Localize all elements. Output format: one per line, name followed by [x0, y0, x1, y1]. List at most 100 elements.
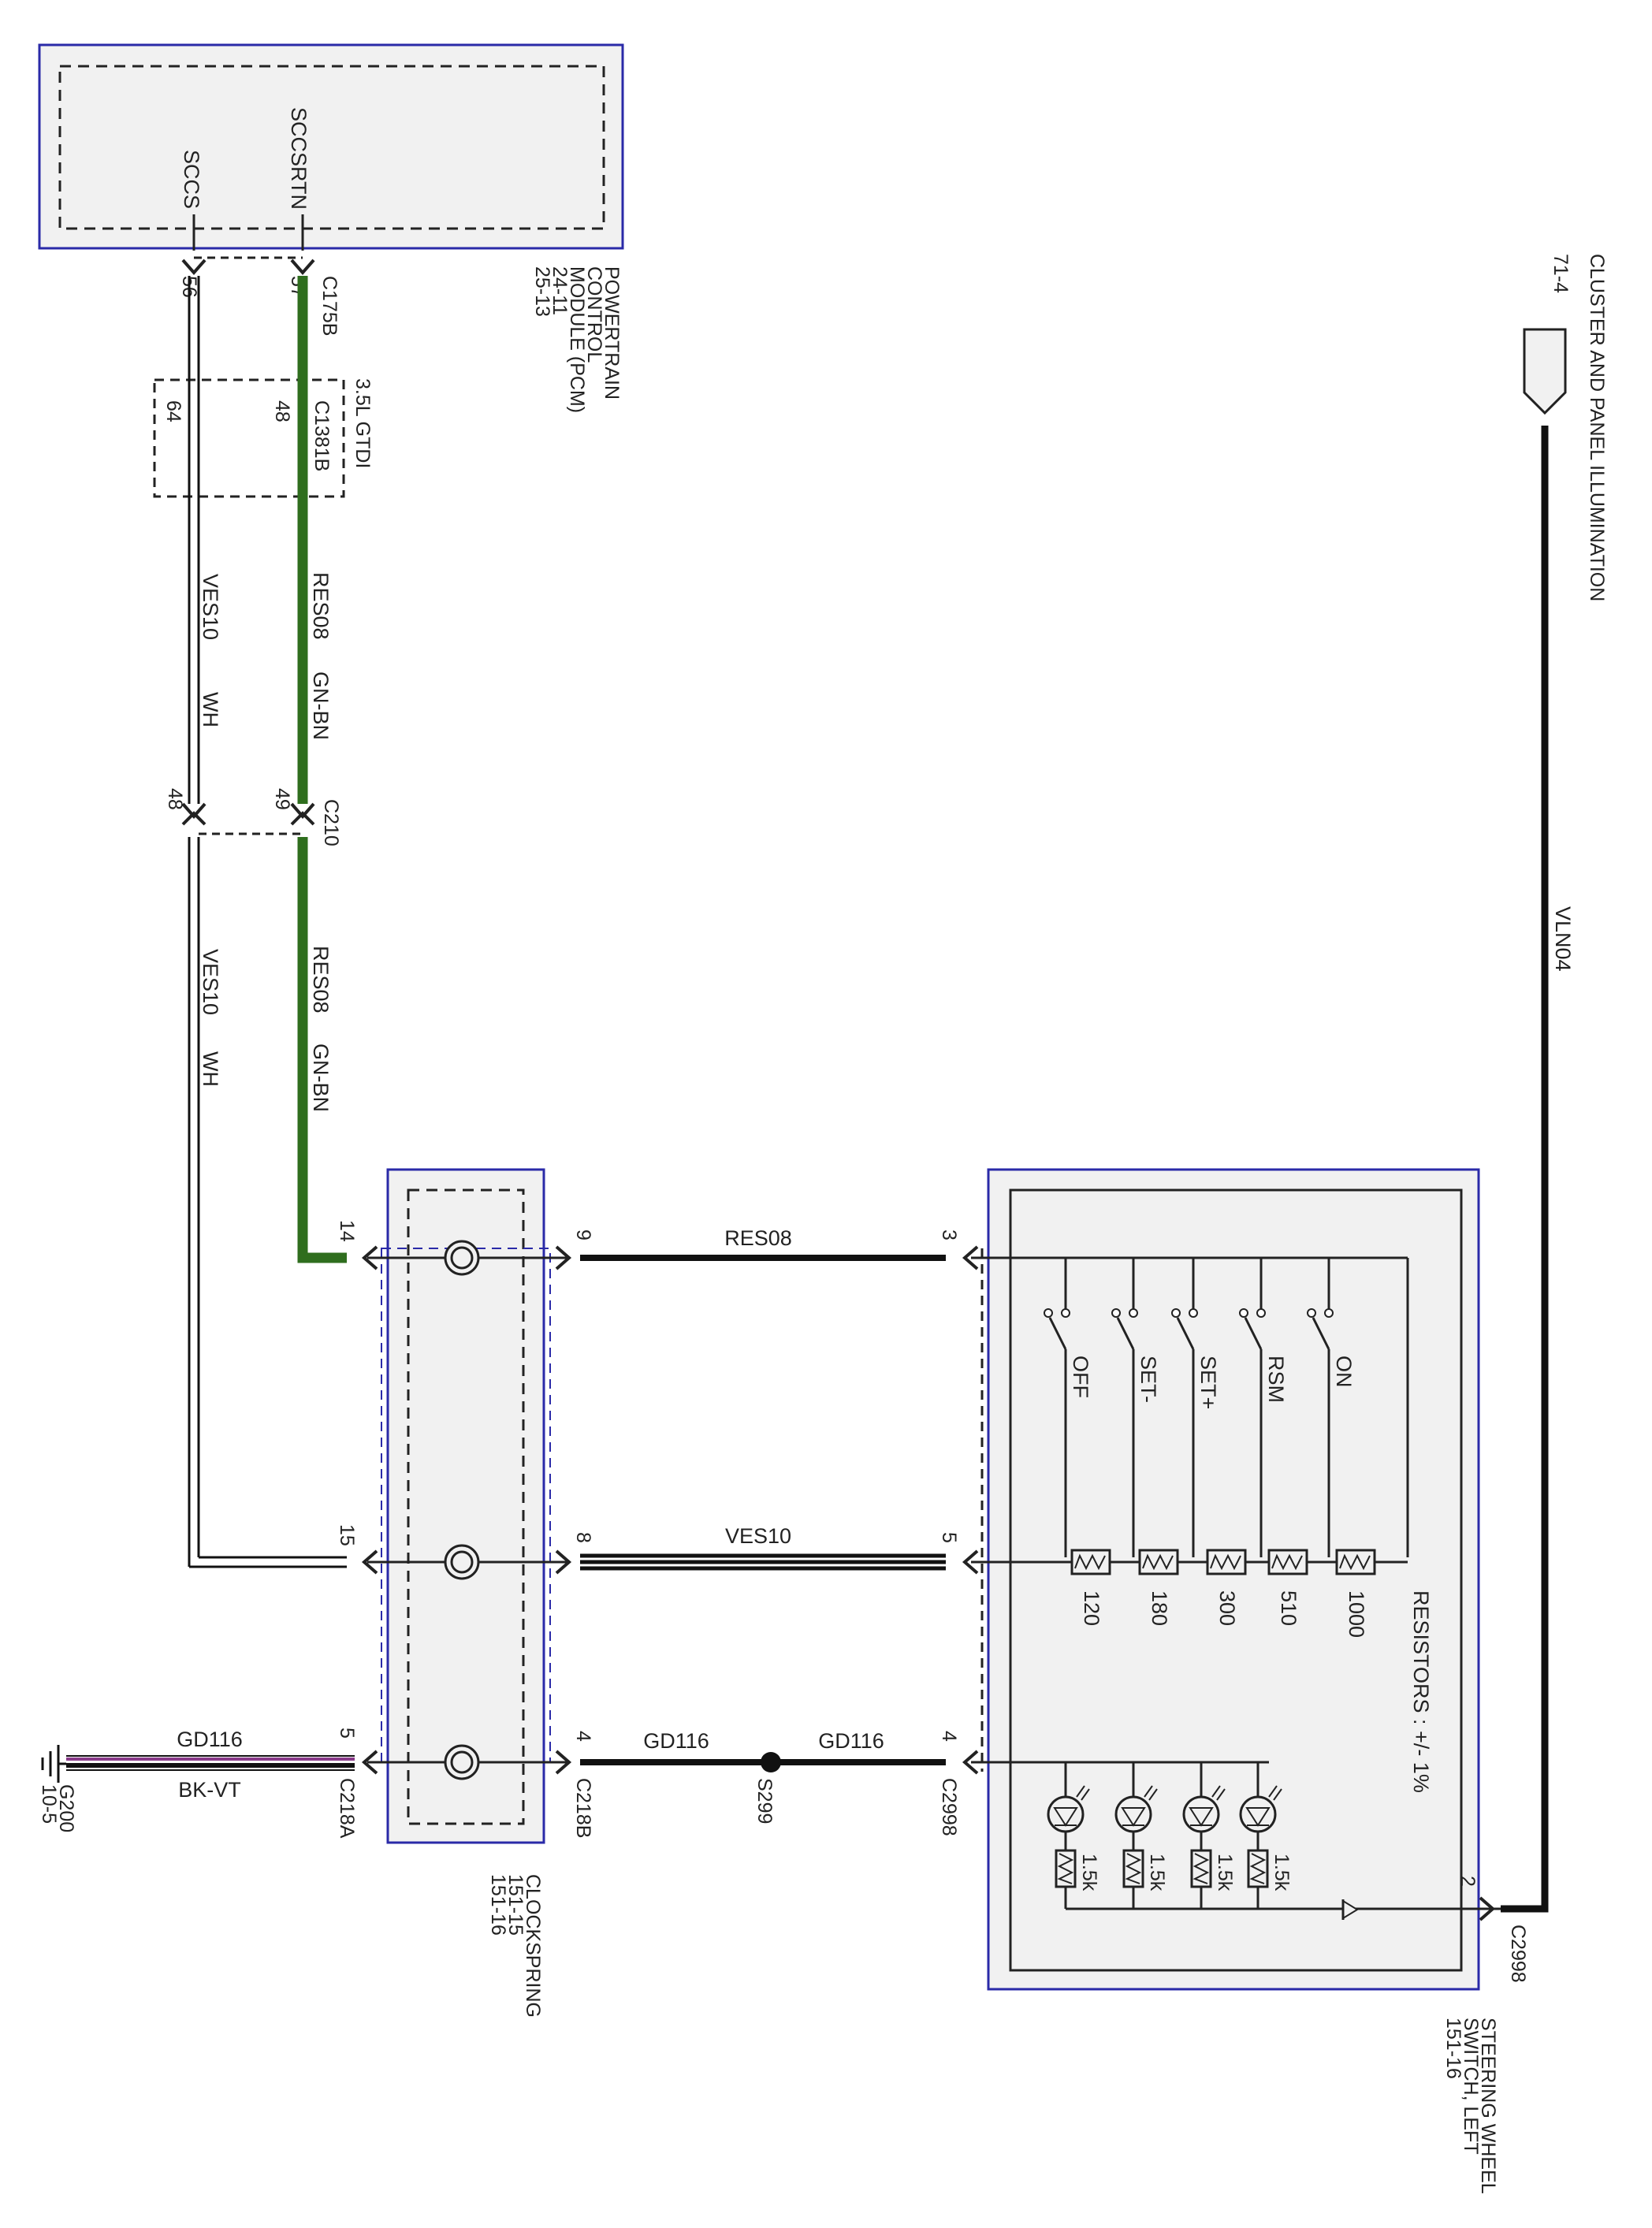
- pin-48: 48: [271, 400, 293, 422]
- splice-s299-label: S299: [753, 1778, 776, 1824]
- vln04-label: VLN04: [1551, 906, 1575, 972]
- res08-circuit-lower: RES08: [309, 946, 333, 1014]
- gd116-right-label: GD116: [818, 1729, 884, 1753]
- switch-name-line2: SWITCH, LEFT: [1460, 2018, 1482, 2155]
- connector-c218b: C218B: [572, 1778, 594, 1838]
- inline-connector-c1381b: 64 48 C1381B 3.5L GTDI: [153, 378, 374, 498]
- c210-pin-49: 49: [271, 788, 293, 810]
- switch-pin-3: 3: [938, 1229, 960, 1240]
- gd116-left-label: GD116: [643, 1729, 709, 1753]
- led-resistor-4: 1.5k: [1271, 1854, 1293, 1891]
- pcm-outline: [38, 43, 624, 250]
- pcm-inner: [58, 65, 605, 230]
- pcm-signal-sccs: SCCS: [180, 150, 203, 209]
- res08-horizontal-label: RES08: [724, 1226, 792, 1250]
- clockspring-ref-1: 151-15: [504, 1874, 526, 1936]
- resistor-value-120: 120: [1080, 1590, 1103, 1626]
- switch-set-minus: SET-: [1111, 1258, 1160, 1557]
- resistor-value-300: 300: [1215, 1590, 1239, 1626]
- wire-gd116-horizontal: GD116 GD116 S299: [580, 1729, 946, 1824]
- wire-res08: RES08 GN-BN RES08 GN-BN: [297, 276, 347, 1263]
- pcm-name-line1: POWERTRAIN: [601, 266, 623, 400]
- switch-pin-2: 2: [1457, 1876, 1479, 1887]
- led-resistor-1: 1.5k: [1078, 1854, 1100, 1891]
- pcm-name-line2: CONTROL: [583, 266, 605, 363]
- clockspring-pin-15: 15: [336, 1524, 358, 1546]
- cluster-name: CLUSTER AND PANEL ILLUMINATION: [1586, 254, 1608, 601]
- switch-label-set-plus: SET+: [1196, 1356, 1220, 1409]
- clockspring-pin-8: 8: [572, 1532, 594, 1543]
- splice-s299: [761, 1752, 781, 1772]
- wire-ves10-horizontal: VES10: [580, 1524, 946, 1571]
- switch-label-off: OFF: [1069, 1356, 1092, 1398]
- pcm-name-line3: MODULE (PCM): [566, 266, 588, 413]
- res08-color-upper: GN-BN: [309, 671, 333, 740]
- ves10-horizontal-label: VES10: [725, 1524, 791, 1548]
- diode-icon: [1341, 1899, 1359, 1920]
- clockspring-pin-14: 14: [336, 1220, 358, 1242]
- switch-on: ON: [1307, 1258, 1356, 1557]
- ground-ref: 10-5: [38, 1784, 60, 1824]
- ves10-circuit-lower: VES10: [199, 949, 222, 1015]
- led-resistor-2: 1.5k: [1146, 1854, 1168, 1891]
- ground-g200: GD116 BK-VT G200 10-5: [38, 1728, 355, 1832]
- ves10-color-upper: WH: [199, 692, 222, 727]
- steering-wheel-switch: 3 5 4 C2998 OFF SET-: [938, 1168, 1529, 2194]
- clockspring: 14 15 5 9 8 4 C218A C218B CLOCKSPRING 15…: [336, 1168, 594, 2018]
- c210-label: C210: [320, 799, 342, 846]
- connector-c1381b: C1381B: [311, 400, 333, 471]
- switch-name-line1: STEERING WHEEL: [1477, 2018, 1499, 2194]
- connector-c175b: C175B: [318, 276, 340, 336]
- cluster-connector-icon: [1523, 328, 1567, 415]
- cluster-ref: 71-4: [1550, 254, 1572, 293]
- switch-rsm: RSM: [1239, 1258, 1288, 1557]
- pcm-module: SCCS SCCSRTN 56 57 C175B POWERTRAIN CONT…: [38, 43, 624, 413]
- ground-name: G200: [55, 1784, 77, 1832]
- switch-set-plus: SET+: [1171, 1258, 1220, 1557]
- switch-off: OFF: [1044, 1258, 1092, 1557]
- connector-c210: 48 49 C210: [164, 788, 342, 846]
- switch-label-on: ON: [1332, 1356, 1356, 1388]
- cluster-illumination: CLUSTER AND PANEL ILLUMINATION 71-4: [1523, 254, 1608, 601]
- pcm-ref-line1: 24-11: [549, 266, 571, 315]
- clockspring-coil: [444, 1240, 480, 1780]
- resistor-value-510: 510: [1277, 1590, 1300, 1626]
- connector-c218a: C218A: [336, 1778, 358, 1839]
- pin-64: 64: [162, 400, 184, 422]
- res08-color-lower: GN-BN: [309, 1043, 333, 1112]
- wire-res08-horizontal: RES08: [580, 1226, 946, 1261]
- engine-label: 3.5L GTDI: [352, 378, 374, 468]
- switch-label-set-minus: SET-: [1137, 1356, 1160, 1403]
- led-4: 1.5k: [1239, 1785, 1293, 1891]
- led-2: 1.5k: [1114, 1785, 1168, 1891]
- led-branches: 1.5k 1.5k 1.5k: [1047, 1762, 1501, 1920]
- resistor-ladder: 120 180 300 510 1000 RESISTORS : +/- 1%: [1070, 1549, 1433, 1793]
- res08-circuit-upper: RES08: [309, 572, 333, 640]
- clockspring-ref-2: 151-16: [487, 1874, 509, 1936]
- switch-label-rsm: RSM: [1264, 1356, 1288, 1403]
- ves10-color-lower: WH: [199, 1051, 222, 1087]
- resistor-tolerance-note: RESISTORS : +/- 1%: [1409, 1590, 1433, 1793]
- switch-pin-4: 4: [938, 1731, 960, 1742]
- pcm-ref-line2: 25-13: [531, 266, 553, 317]
- resistor-value-180: 180: [1148, 1590, 1171, 1626]
- ves10-circuit-upper: VES10: [199, 574, 222, 640]
- pcm-signal-sccsrtn: SCCSRTN: [287, 107, 311, 210]
- switch-pin-5: 5: [938, 1532, 960, 1543]
- switch-connector-c2998-pin2: C2998: [1507, 1925, 1529, 1983]
- led-1: 1.5k: [1047, 1785, 1100, 1891]
- gd116-ground-circuit: GD116: [177, 1728, 243, 1751]
- resistor-value-1000: 1000: [1345, 1590, 1368, 1638]
- wire-ves10: VES10 WH VES10 WH: [188, 276, 347, 1568]
- clockspring-pin-5: 5: [336, 1728, 358, 1739]
- wire-vln04: VLN04: [1501, 426, 1575, 1913]
- clockspring-pin-4: 4: [572, 1731, 594, 1742]
- led-3: 1.5k: [1182, 1785, 1236, 1891]
- led-resistor-3: 1.5k: [1214, 1854, 1236, 1891]
- clockspring-name: CLOCKSPRING: [522, 1874, 544, 2018]
- c210-pin-48: 48: [164, 788, 186, 810]
- switch-name-line3: 151-16: [1442, 2018, 1464, 2079]
- switch-connector-c2998: C2998: [938, 1778, 960, 1836]
- clockspring-pin-9: 9: [572, 1229, 594, 1240]
